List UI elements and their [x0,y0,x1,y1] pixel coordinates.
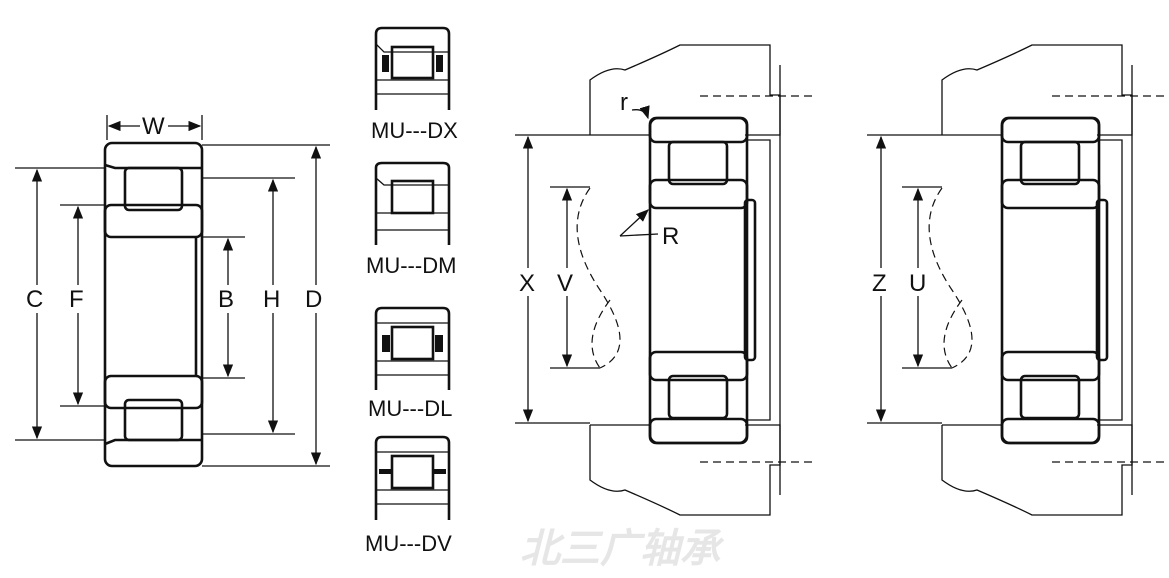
dim-label-b: B [218,286,234,313]
variant-label: MU---DV [365,531,452,556]
dim-label-h: H [263,286,280,313]
dim-label-z: Z [872,270,887,297]
fillet-label-r: r [620,89,628,116]
mounting-diagram-x-v: X V r R [513,43,817,517]
watermark: 北三广轴承 [520,527,725,571]
main-bearing-cross-section: W C F B H D [15,112,330,468]
variant-dv: MU---DV [365,435,452,556]
variant-dm: MU---DM [366,161,456,278]
dim-label-f: F [69,286,84,313]
dim-label-x: X [519,270,535,297]
variant-dx: MU---DX [371,26,458,143]
variant-label: MU---DX [371,118,458,143]
mounting-diagram-z-u: Z U [865,43,1169,517]
dim-label-w: W [142,113,165,140]
variant-label: MU---DL [368,396,452,421]
dim-label-d: D [305,286,322,313]
fillet-label-r-upper: R [662,223,679,250]
variant-dl: MU---DL [368,306,452,421]
dim-label-c: C [26,286,43,313]
dim-label-u: U [909,270,926,297]
variant-label: MU---DM [366,253,456,278]
dim-label-v: V [557,270,573,297]
